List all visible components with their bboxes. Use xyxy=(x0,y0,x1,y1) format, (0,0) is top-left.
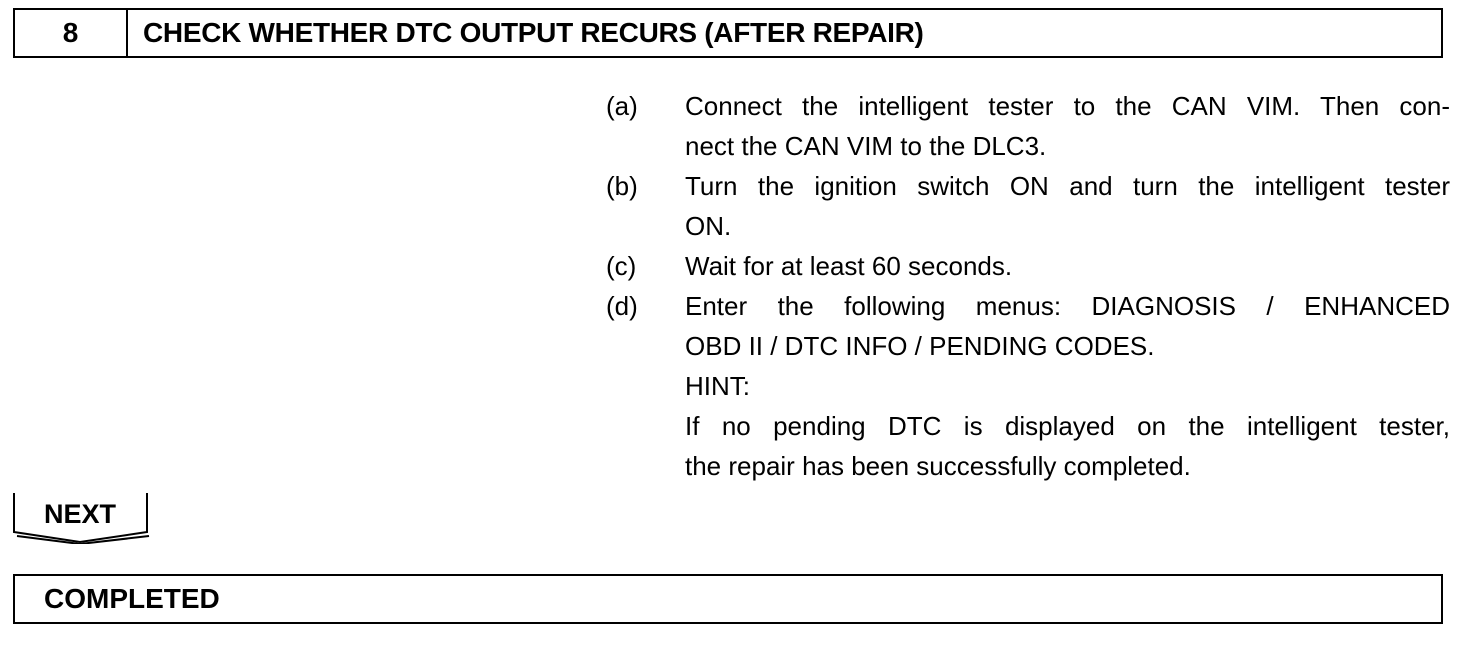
step-number: 8 xyxy=(15,10,128,56)
step-text: Connect the intelligent tester to the CA… xyxy=(685,86,1450,166)
step-d: (d) Enter the following menus: DIAGNOSIS… xyxy=(606,286,1450,486)
step-label: (b) xyxy=(606,171,638,201)
step-label: (a) xyxy=(606,91,638,121)
hint-text: If no pending DTC is displayed on the in… xyxy=(685,411,1450,441)
next-arrow-shape xyxy=(13,493,150,544)
step-a: (a) Connect the intelligent tester to th… xyxy=(606,86,1450,166)
completed-box: COMPLETED xyxy=(13,574,1443,624)
step-line: Wait for at least 60 seconds. xyxy=(685,251,1013,281)
step-line: Turn the ignition switch ON and turn the… xyxy=(685,171,1450,201)
step-line: OBD II / DTC INFO / PENDING CODES. xyxy=(685,331,1155,361)
next-label: NEXT xyxy=(43,499,116,529)
step-title: CHECK WHETHER DTC OUTPUT RECURS (AFTER R… xyxy=(143,17,924,48)
step-text: Enter the following menus: DIAGNOSIS / E… xyxy=(685,286,1450,486)
step-line: Connect the intelligent tester to the CA… xyxy=(685,91,1450,121)
step-text: Turn the ignition switch ON and turn the… xyxy=(685,166,1450,246)
step-label: (d) xyxy=(606,291,638,321)
hint-label: HINT: xyxy=(685,371,750,401)
step-text: Wait for at least 60 seconds. xyxy=(685,246,1450,286)
step-line: ON. xyxy=(685,211,732,241)
procedure-steps: (a) Connect the intelligent tester to th… xyxy=(606,86,1450,486)
step-label: (c) xyxy=(606,251,637,281)
step-header: 8 CHECK WHETHER DTC OUTPUT RECURS (AFTER… xyxy=(13,8,1443,58)
step-c: (c) Wait for at least 60 seconds. xyxy=(606,246,1450,286)
next-arrow-box: NEXT xyxy=(13,492,151,544)
step-line: Enter the following menus: DIAGNOSIS / E… xyxy=(685,291,1450,321)
step-line: nect the CAN VIM to the DLC3. xyxy=(685,131,1047,161)
step-b: (b) Turn the ignition switch ON and turn… xyxy=(606,166,1450,246)
hint-text: the repair has been successfully complet… xyxy=(685,451,1191,481)
